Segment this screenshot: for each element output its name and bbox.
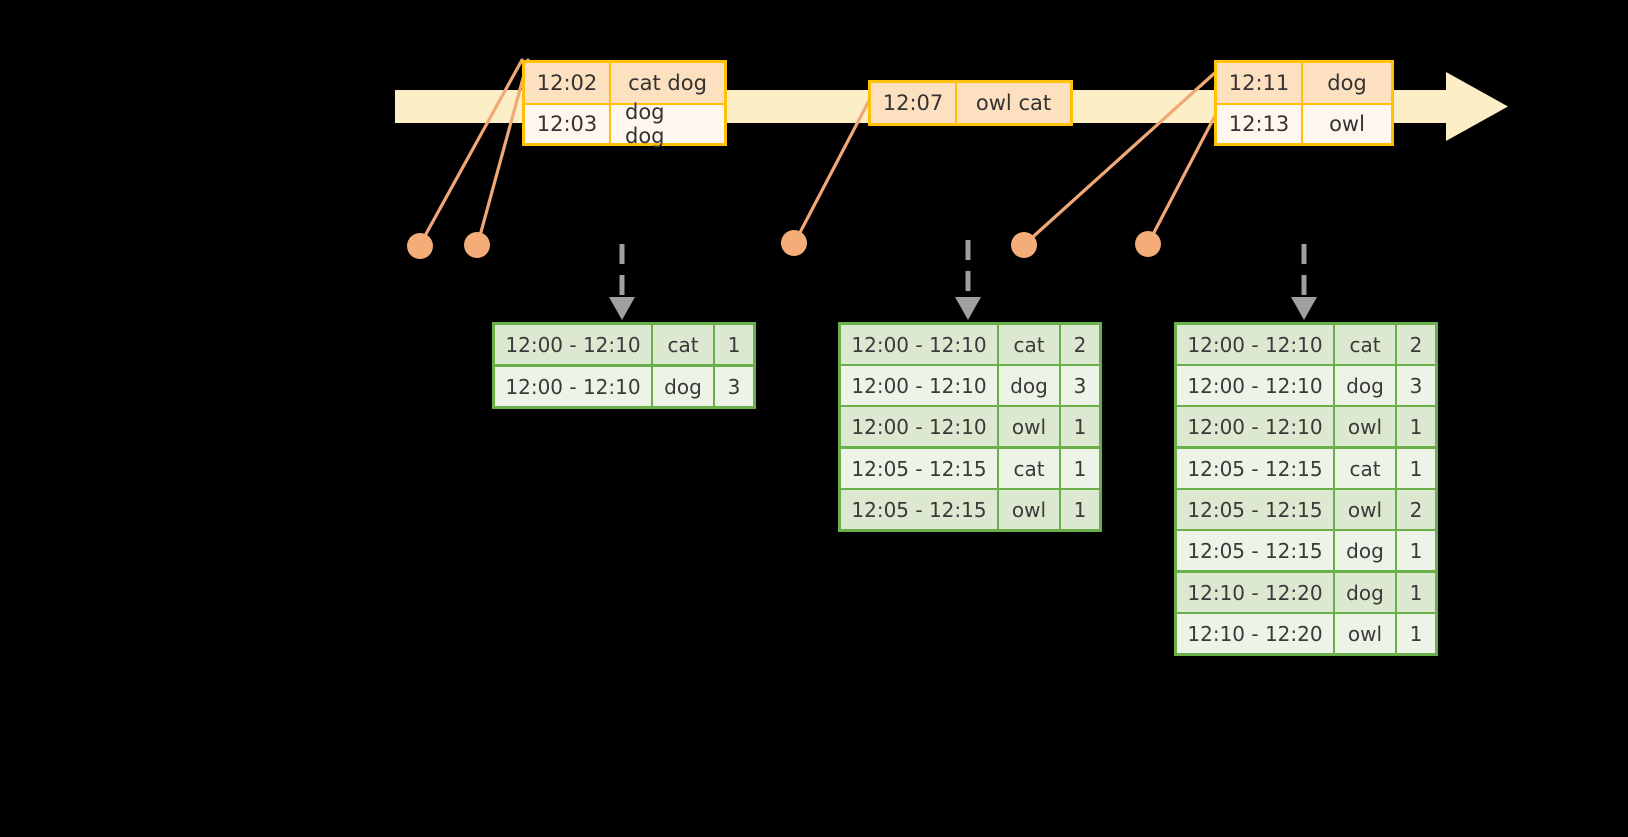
cell-window: 12:00 - 12:10	[495, 367, 651, 406]
cell-window: 12:05 - 12:15	[1177, 449, 1333, 488]
connector-dot	[407, 233, 433, 259]
event-words: owl cat	[957, 83, 1070, 123]
event-time: 12:03	[525, 105, 611, 143]
cell-window: 12:05 - 12:15	[841, 490, 997, 529]
cell-count: 1	[1397, 449, 1435, 488]
cell-count: 2	[1397, 325, 1435, 364]
cell-word: cat	[1335, 325, 1395, 364]
event-row[interactable]: 12:07 owl cat	[871, 83, 1070, 123]
cell-count: 2	[1061, 325, 1099, 364]
cell-window: 12:00 - 12:10	[1177, 325, 1333, 364]
cell-count: 1	[1397, 531, 1435, 570]
cell-window: 12:05 - 12:15	[1177, 531, 1333, 570]
cell-window: 12:05 - 12:15	[1177, 490, 1333, 529]
cell-word: owl	[1335, 407, 1395, 446]
event-words: owl	[1303, 105, 1391, 143]
cell-word: owl	[999, 490, 1059, 529]
cell-window: 12:10 - 12:20	[1177, 614, 1333, 653]
table-row[interactable]: 12:00 - 12:10 cat 1	[495, 325, 753, 364]
cell-count: 1	[715, 325, 753, 364]
table-row[interactable]: 12:05 - 12:15 owl 1	[841, 490, 1099, 529]
table-row[interactable]: 12:00 - 12:10 dog 3	[495, 367, 753, 406]
table-row[interactable]: 12:00 - 12:10 cat 2	[1177, 325, 1435, 364]
event-time: 12:07	[871, 83, 957, 123]
event-row[interactable]: 12:13 owl	[1217, 103, 1391, 143]
connector-dot	[464, 232, 490, 258]
table-row[interactable]: 12:00 - 12:10 cat 2	[841, 325, 1099, 364]
cell-count: 1	[1397, 407, 1435, 446]
table-row[interactable]: 12:00 - 12:10 dog 3	[841, 366, 1099, 405]
table-row[interactable]: 12:05 - 12:15 owl 2	[1177, 490, 1435, 529]
table-row[interactable]: 12:00 - 12:10 owl 1	[1177, 407, 1435, 446]
table-row[interactable]: 12:10 - 12:20 dog 1	[1177, 573, 1435, 612]
cell-count: 1	[1061, 407, 1099, 446]
result-table-1[interactable]: 12:00 - 12:10 cat 1 12:00 - 12:10 dog 3	[492, 322, 756, 409]
emit-arrow-1	[609, 244, 635, 320]
event-row[interactable]: 12:02 cat dog	[525, 63, 724, 103]
connector-dots	[407, 230, 1161, 259]
cell-count: 3	[1397, 366, 1435, 405]
cell-word: dog	[999, 366, 1059, 405]
cell-count: 3	[715, 367, 753, 406]
cell-count: 3	[1061, 366, 1099, 405]
table-row[interactable]: 12:05 - 12:15 cat 1	[841, 449, 1099, 488]
cell-word: dog	[653, 367, 713, 406]
event-words: dog dog	[611, 100, 724, 148]
event-row[interactable]: 12:03 dog dog	[525, 100, 724, 148]
cell-count: 1	[1061, 449, 1099, 488]
table-row[interactable]: 12:10 - 12:20 owl 1	[1177, 614, 1435, 653]
event-time: 12:11	[1217, 63, 1303, 103]
cell-word: cat	[1335, 449, 1395, 488]
event-words: cat dog	[611, 63, 724, 103]
cell-count: 2	[1397, 490, 1435, 529]
event-box-middle[interactable]: 12:07 owl cat	[868, 80, 1073, 126]
table-row[interactable]: 12:05 - 12:15 cat 1	[1177, 449, 1435, 488]
connector-dot	[1135, 231, 1161, 257]
cell-word: dog	[1335, 366, 1395, 405]
result-table-2[interactable]: 12:00 - 12:10 cat 2 12:00 - 12:10 dog 3 …	[838, 322, 1102, 532]
event-row[interactable]: 12:11 dog	[1217, 63, 1391, 103]
event-time: 12:02	[525, 63, 611, 103]
cell-count: 1	[1061, 490, 1099, 529]
cell-window: 12:00 - 12:10	[1177, 366, 1333, 405]
cell-window: 12:10 - 12:20	[1177, 573, 1333, 612]
cell-window: 12:00 - 12:10	[841, 325, 997, 364]
cell-window: 12:00 - 12:10	[841, 407, 997, 446]
event-box-early[interactable]: 12:02 cat dog 12:03 dog dog	[522, 60, 727, 148]
cell-word: cat	[653, 325, 713, 364]
table-row[interactable]: 12:05 - 12:15 dog 1	[1177, 531, 1435, 570]
event-box-late[interactable]: 12:11 dog 12:13 owl	[1214, 60, 1394, 146]
cell-count: 1	[1397, 573, 1435, 612]
cell-word: owl	[1335, 614, 1395, 653]
event-time: 12:13	[1217, 105, 1303, 143]
table-row[interactable]: 12:00 - 12:10 owl 1	[841, 407, 1099, 446]
cell-word: cat	[999, 325, 1059, 364]
cell-word: dog	[1335, 531, 1395, 570]
connector-dot	[1011, 232, 1037, 258]
cell-window: 12:00 - 12:10	[495, 325, 651, 364]
event-words: dog	[1303, 63, 1391, 103]
cell-window: 12:05 - 12:15	[841, 449, 997, 488]
cell-word: dog	[1335, 573, 1395, 612]
cell-count: 1	[1397, 614, 1435, 653]
table-row[interactable]: 12:00 - 12:10 dog 3	[1177, 366, 1435, 405]
connector-dot	[781, 230, 807, 256]
result-table-3[interactable]: 12:00 - 12:10 cat 2 12:00 - 12:10 dog 3 …	[1174, 322, 1438, 656]
cell-word: owl	[1335, 490, 1395, 529]
emit-arrow-2	[955, 240, 981, 320]
cell-word: cat	[999, 449, 1059, 488]
cell-word: owl	[999, 407, 1059, 446]
emit-arrows	[609, 240, 1317, 320]
emit-arrow-3	[1291, 244, 1317, 320]
cell-window: 12:00 - 12:10	[1177, 407, 1333, 446]
cell-window: 12:00 - 12:10	[841, 366, 997, 405]
